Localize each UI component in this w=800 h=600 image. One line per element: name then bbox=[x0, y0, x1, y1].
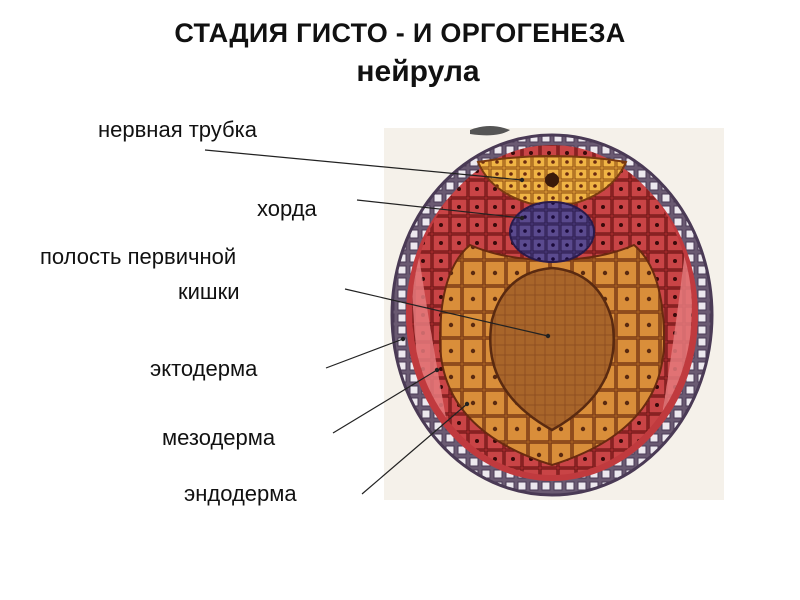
page-title: СТАДИЯ ГИСТО - И ОРГОГЕНЕЗА bbox=[174, 18, 626, 48]
label-ectoderm: эктодерма bbox=[150, 356, 258, 381]
dot-mesoderm bbox=[434, 367, 440, 373]
leader-endoderm bbox=[361, 403, 468, 495]
leader-dots bbox=[400, 177, 551, 407]
dot-neural-tube bbox=[519, 177, 525, 183]
gut-cavity bbox=[489, 266, 615, 432]
label-notochord: хорда bbox=[257, 196, 317, 221]
dark-spot bbox=[470, 126, 510, 136]
leader-neural-tube bbox=[204, 149, 523, 181]
label-gut-cavity-line1: полость первичной bbox=[40, 244, 237, 269]
mesoderm-left-patch bbox=[412, 250, 450, 440]
page-subtitle: нейрула bbox=[356, 55, 480, 88]
leader-notochord bbox=[356, 199, 523, 219]
leader-mesoderm bbox=[332, 369, 438, 434]
label-gut-cavity-line2: кишки bbox=[178, 279, 240, 304]
label-neural-tube: нервная трубка bbox=[98, 117, 257, 142]
notochord bbox=[509, 201, 595, 263]
dot-notochord bbox=[519, 215, 525, 221]
dot-endoderm bbox=[464, 401, 470, 407]
label-endoderm: эндодерма bbox=[184, 481, 297, 506]
dot-ectoderm bbox=[400, 336, 406, 342]
dot-gut-cavity bbox=[545, 333, 551, 339]
leader-ectoderm bbox=[325, 338, 404, 369]
leader-gut-cavity bbox=[344, 288, 549, 337]
label-mesoderm: мезодерма bbox=[162, 425, 276, 450]
leader-lines bbox=[204, 149, 549, 495]
neural-canal bbox=[545, 173, 559, 187]
